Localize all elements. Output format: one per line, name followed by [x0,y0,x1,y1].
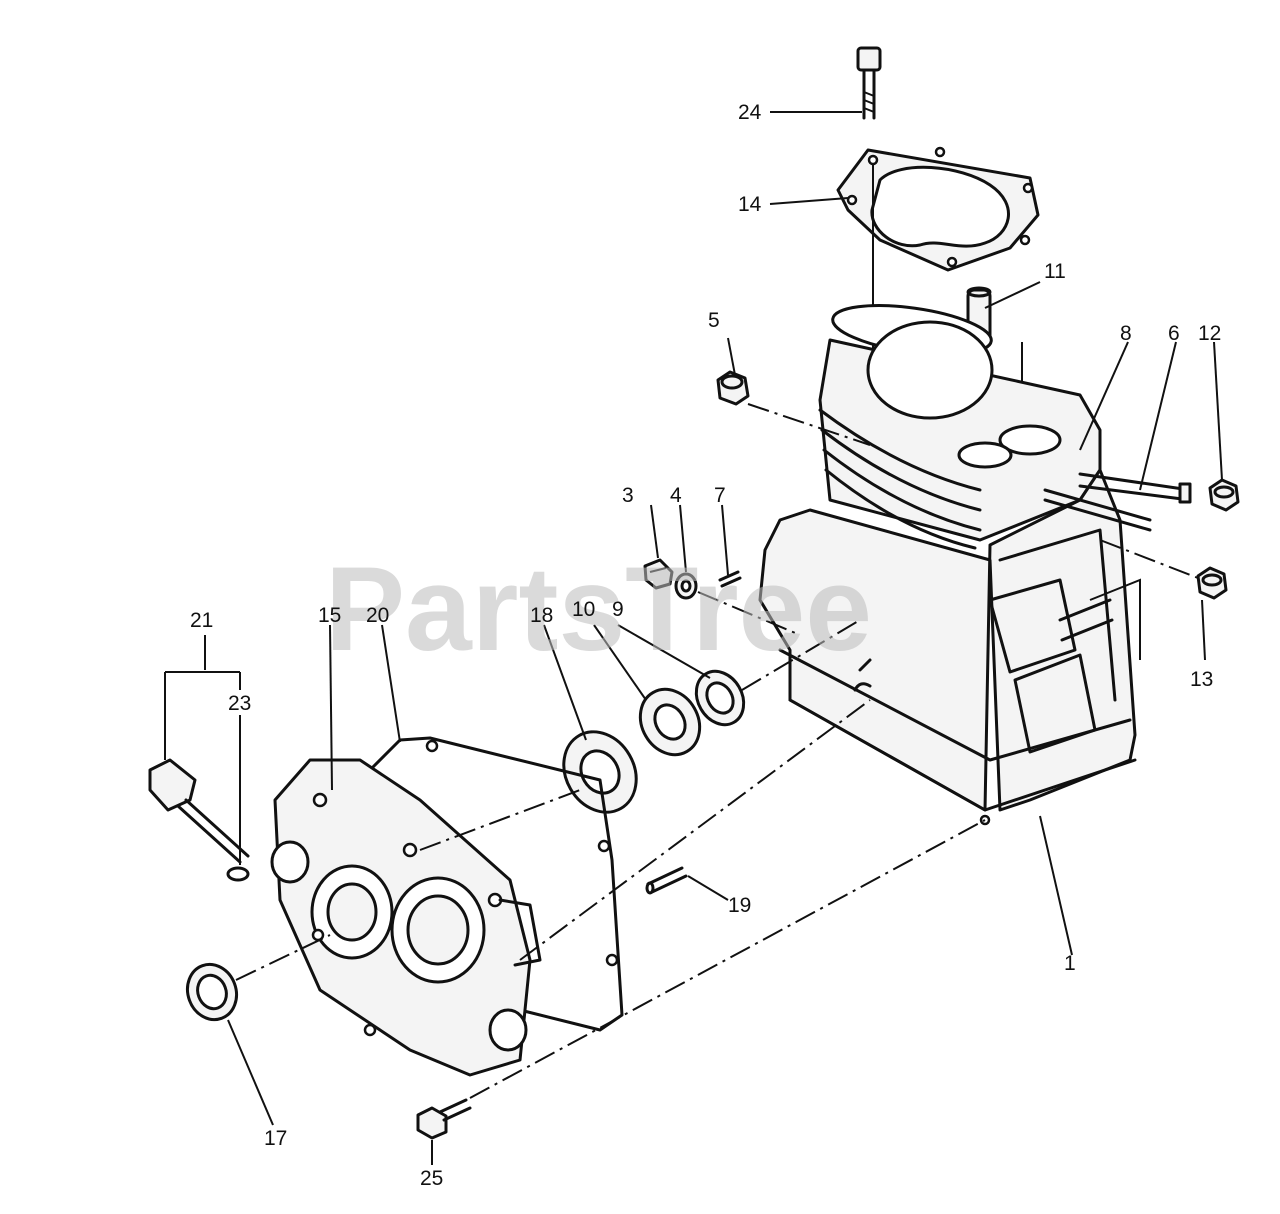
bearing-small[interactable] [687,663,753,733]
oil-seal[interactable] [180,957,244,1026]
callout-8: 8 [1120,322,1132,345]
dipstick[interactable] [148,758,250,864]
bearing-medium[interactable] [629,679,711,766]
watermark: PartsTree [325,542,872,676]
dowel-pin-lower[interactable] [645,866,688,895]
pin[interactable] [718,570,742,588]
stud-short[interactable] [1043,488,1152,532]
nut-top[interactable] [716,370,750,406]
callout-14: 14 [738,193,762,216]
callout-13: 13 [1190,668,1213,691]
callout-19: 19 [728,894,751,917]
crankcase-cover[interactable] [270,758,542,1077]
o-ring[interactable] [226,866,250,882]
callout-1: 1 [1064,952,1076,975]
callout-20: 20 [366,604,389,627]
callout-5: 5 [708,309,720,332]
callout-18: 18 [530,604,553,627]
nut-right[interactable] [1208,478,1240,512]
callout-12: 12 [1198,322,1221,345]
callout-11: 11 [1044,260,1066,283]
callout-4: 4 [670,484,682,507]
callout-7: 7 [714,484,726,507]
callout-17: 17 [264,1127,287,1150]
cylinder-block[interactable] [758,297,1141,826]
callout-23: 23 [228,692,251,715]
callout-9: 9 [612,598,624,621]
nut-lower-right[interactable] [1196,566,1228,600]
callout-25: 25 [420,1167,443,1190]
bearing-large[interactable] [550,719,651,826]
stud-long[interactable] [1078,472,1192,504]
callout-3: 3 [622,484,634,507]
plug[interactable] [643,558,674,590]
cover-bolt[interactable] [416,1098,472,1140]
callout-24: 24 [738,101,762,124]
head-bolt[interactable] [856,46,882,120]
callout-10: 10 [572,598,595,621]
callout-21: 21 [190,609,213,632]
head-gasket[interactable] [836,146,1040,272]
callout-15: 15 [318,604,341,627]
washer[interactable] [674,572,698,600]
callout-6: 6 [1168,322,1180,345]
